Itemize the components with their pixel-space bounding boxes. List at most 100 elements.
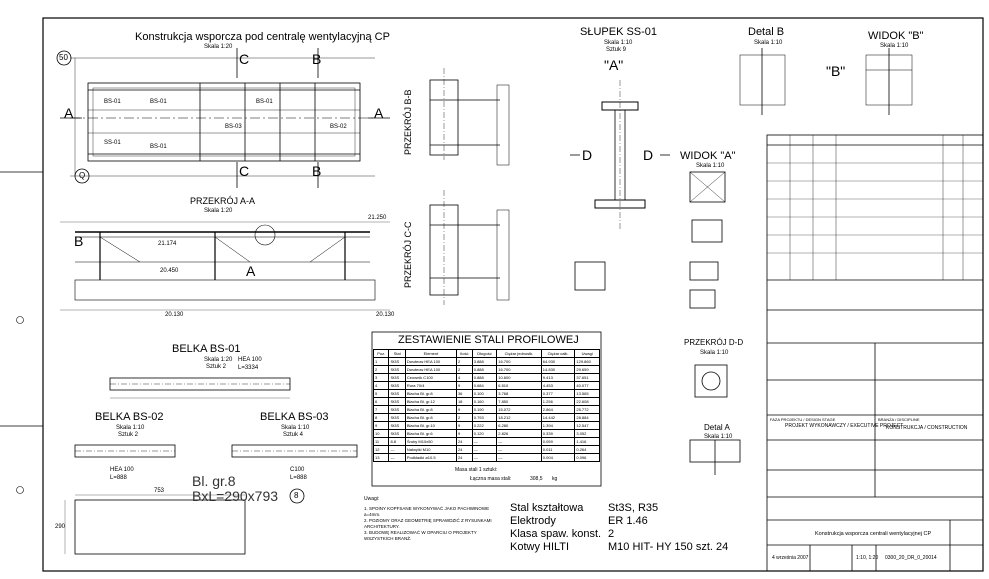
table-cell: 4 (455, 373, 473, 382)
materials-labels: Stal kształtowa Elektrody Klasa spaw. ko… (510, 502, 601, 554)
table-cell: 2.864 (540, 405, 576, 414)
table-sum-label: Masa stali 1 sztuki: (455, 467, 498, 473)
plan-scale: Skala 1:20 (204, 44, 233, 50)
table-cell: 0.222 (471, 421, 498, 430)
widok-b-scale: Skala 1:10 (880, 43, 909, 49)
material-value: M10 HIT- HY 150 szt. 24 (608, 541, 729, 553)
grid-axis-50: 50 (59, 53, 68, 62)
belka-bs03-length: L=888 (290, 475, 307, 481)
plate-position-ref: 8 (294, 491, 299, 500)
table-header-cell: Ciężar jednostk. (496, 349, 542, 358)
widok-b-title: WIDOK "B" (868, 30, 924, 42)
material-value: ER 1.46 (608, 515, 648, 527)
table-total-unit: kg (552, 476, 558, 482)
elev-21174: 21.174 (158, 241, 177, 247)
table-cell: 9 (455, 421, 473, 430)
belka-bs02-title: BELKA BS-02 (95, 411, 164, 423)
detal-a-scale: Skala 1:10 (704, 434, 733, 440)
table-cell: — (388, 445, 406, 454)
elev-20450: 20.450 (160, 268, 179, 274)
belka-bs03-qty: Sztuk 4 (283, 432, 304, 438)
table-cell: Blacha Bl. gr.8 (404, 389, 457, 398)
note-item: 3. BUDOWĘ REALIZOWAĆ W OPARCIU O PROJEKT… (364, 530, 477, 541)
table-cell: Nakrętki M10 (404, 445, 457, 454)
table-cell: St3S (388, 429, 406, 438)
plan-label-bs01-b: BS-01 (150, 99, 167, 105)
table-cell: 9 (455, 405, 473, 414)
table-cell: 18.212 (496, 413, 542, 422)
table-cell: Blacha Bl. gr.10 (404, 421, 457, 430)
table-cell: St3S (388, 405, 406, 414)
slupek-qty: Sztuk 9 (606, 47, 627, 53)
view-a-arrow-label: "A" (604, 57, 624, 73)
table-cell: 24 (455, 445, 473, 454)
table-cell: 0.793 (471, 413, 498, 422)
note-item: 1. SPOINY KOPFSANE WYKONYWAĆ JAKO PACHWI… (364, 506, 490, 517)
table-cell: 5 (372, 389, 390, 398)
plate-dimensions: BxL=290x793 (192, 488, 279, 504)
table-cell: 9 (455, 429, 473, 438)
table-cell: Blacha Bl. gr.12 (404, 397, 457, 406)
table-cell: 3.768 (496, 389, 542, 398)
elev-21250: 21.250 (368, 215, 387, 221)
belka-bs01-qty: Sztuk 2 (206, 364, 227, 370)
section-b-bottom: B (312, 163, 322, 179)
table-cell: 29.659 (574, 365, 600, 374)
plate-dim-753: 753 (154, 488, 165, 494)
table-cell: Rura 70/4 (404, 381, 457, 390)
table-cell: 15.072 (496, 405, 542, 414)
table-header-cell: Ilość (455, 349, 473, 358)
table-cell: 16.700 (496, 357, 542, 366)
material-value: St3S, R35 (608, 502, 659, 514)
note-item: 2. POZIOMY ORAZ GEOMETRIĘ SPRAWDZIĆ Z RY… (364, 518, 492, 529)
table-cell: Blacha Bl. gr.8 (404, 405, 457, 414)
view-b-arrow-label: "B" (826, 63, 846, 79)
material-value: 2 (608, 528, 615, 540)
table-cell: 0.684 (471, 381, 498, 390)
grid-axis-q: Q (79, 171, 86, 180)
table-cell: 13 (372, 453, 390, 462)
table-cell: St3S (388, 397, 406, 406)
table-cell: — (388, 453, 406, 462)
table-cell: 12.547 (574, 421, 600, 430)
belka-bs01-scale: Skala 1:20 (204, 357, 233, 363)
table-cell: — (471, 453, 498, 462)
table-cell: — (496, 445, 542, 454)
table-cell: 9 (372, 421, 390, 430)
table-cell: 22.608 (574, 397, 600, 406)
plan-label-bs01: BS-01 (104, 99, 121, 105)
table-cell: St3S (388, 365, 406, 374)
plan-label-ss01: SS-01 (104, 140, 121, 146)
table-cell: St3S (388, 381, 406, 390)
table-cell: — (471, 445, 498, 454)
table-cell: 0.004 (540, 453, 576, 462)
table-cell: Ceownik C100 (404, 373, 457, 382)
tb-branch-label: BRANŻA / DISCIPLINE (878, 417, 920, 422)
table-cell: 9 (455, 381, 473, 390)
table-cell: Dwuteow HEA 100 (404, 357, 457, 366)
table-cell: 9.413 (540, 373, 576, 382)
plan-label-bs03: BS-03 (225, 124, 242, 130)
table-cell: 0.011 (540, 445, 576, 454)
table-cell: 64.930 (540, 357, 576, 366)
section-d-left: D (582, 147, 593, 163)
table-cell: 1 (372, 357, 390, 366)
plan-label-bs02: BS-02 (330, 124, 347, 130)
slupek-scale: Skala 1:10 (604, 40, 633, 46)
table-header-cell: Uwagi (574, 349, 600, 358)
tb-branch-value: KONSTRUKCJA / CONSTRUCTION (886, 425, 968, 431)
notes-list: 1. SPOINY KOPFSANE WYKONYWAĆ JAKO PACHWI… (364, 506, 504, 542)
plan-label-bs01-d: BS-01 (256, 99, 273, 105)
belka-bs02-length: L=888 (110, 475, 127, 481)
notes-heading: Uwagi: (364, 496, 380, 502)
section-c-bottom: C (239, 163, 250, 179)
table-cell: 3.888 (471, 357, 498, 366)
